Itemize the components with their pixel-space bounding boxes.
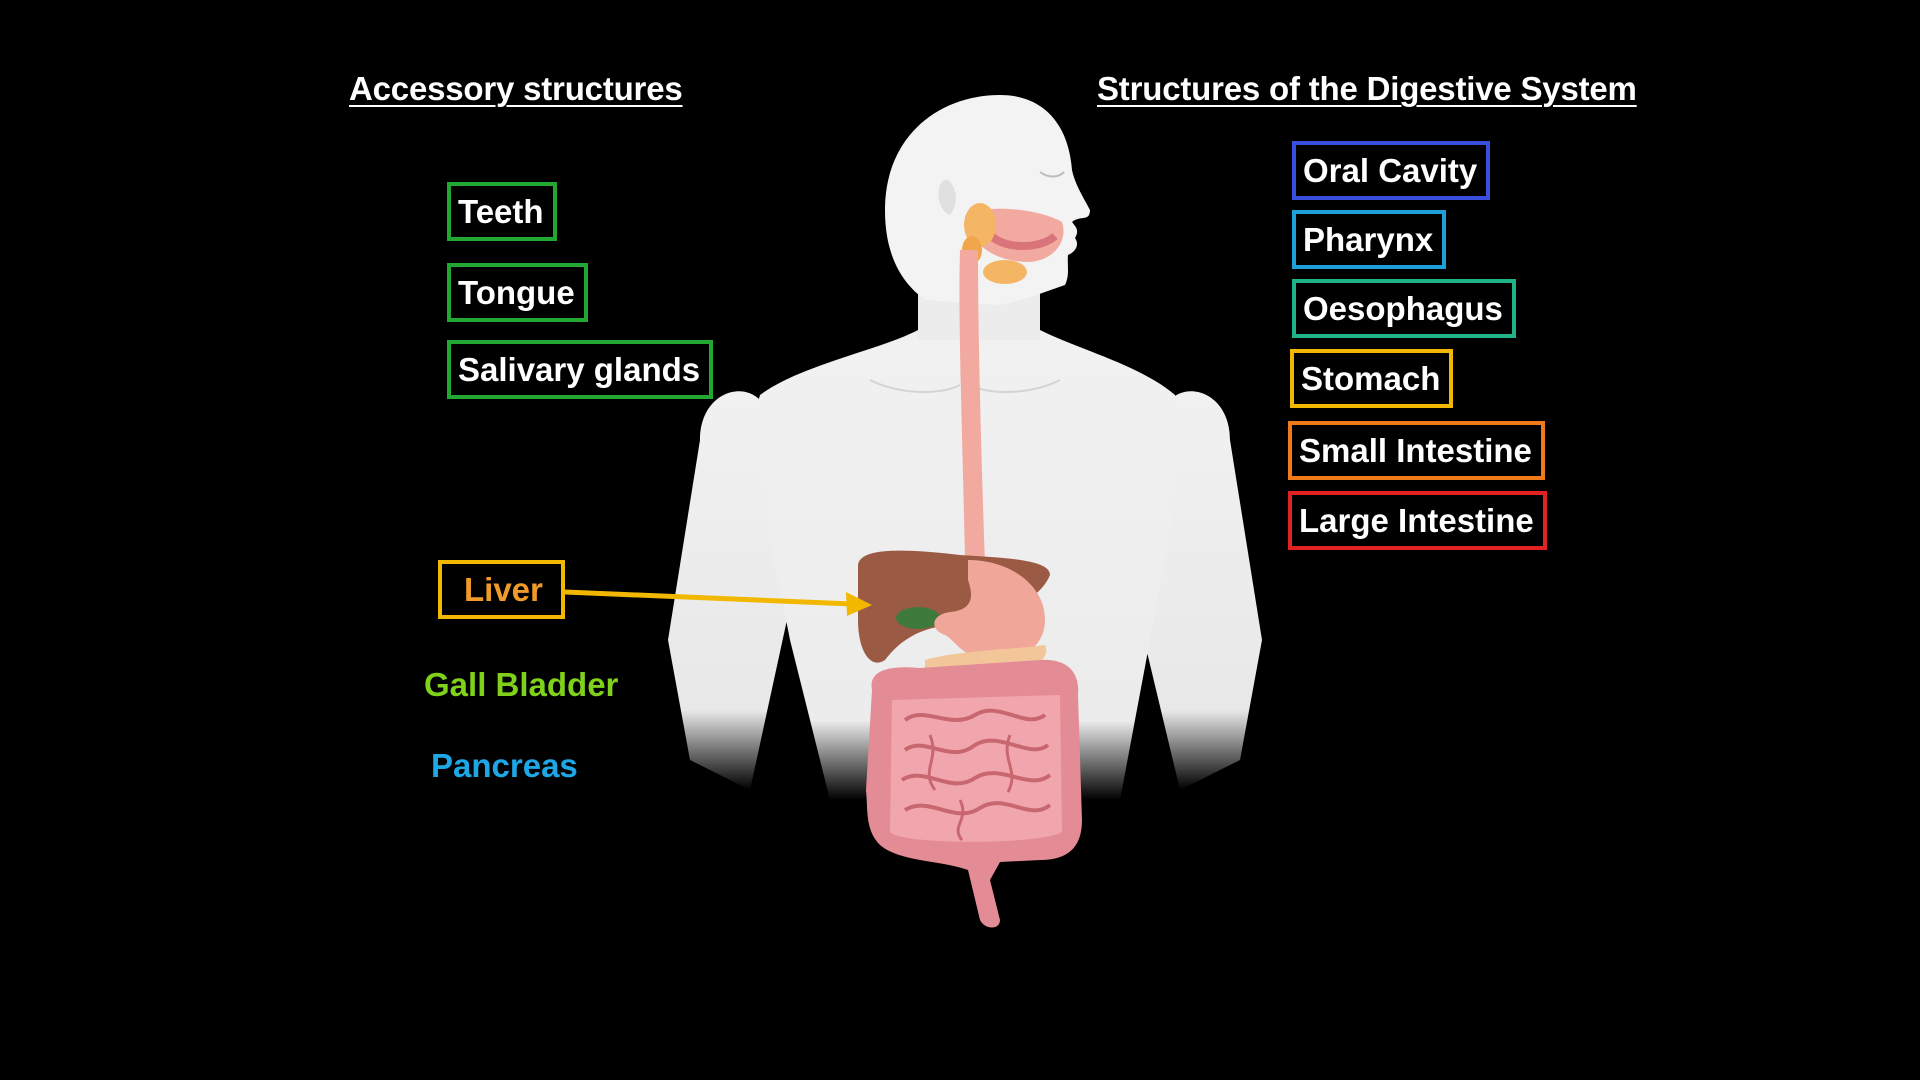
tongue-label: Tongue	[447, 263, 588, 322]
teeth-label: Teeth	[447, 182, 557, 241]
gall-bladder-shape	[896, 607, 940, 629]
small-intestine-coils	[890, 695, 1062, 842]
salivary-glands-label: Salivary glands	[447, 340, 714, 399]
pharynx-label: Pharynx	[1292, 210, 1447, 269]
pancreas-label: Pancreas	[431, 747, 578, 784]
liver-label: Liver	[438, 560, 565, 619]
gall-bladder-label: Gall Bladder	[424, 666, 619, 703]
oesophagus-label: Oesophagus	[1292, 279, 1516, 338]
large-intestine-label: Large Intestine	[1288, 491, 1547, 550]
oesophagus-tube	[959, 250, 985, 565]
stomach-shape	[934, 560, 1045, 661]
liver-pointer-arrow	[564, 589, 872, 616]
small-intestine-label: Small Intestine	[1288, 421, 1545, 480]
digestive-heading: Structures of the Digestive System	[1097, 70, 1637, 107]
mouth-region	[962, 203, 1064, 284]
oral-cavity-label: Oral Cavity	[1292, 141, 1491, 200]
accessory-heading: Accessory structures	[349, 70, 683, 107]
stomach-label: Stomach	[1290, 349, 1454, 408]
